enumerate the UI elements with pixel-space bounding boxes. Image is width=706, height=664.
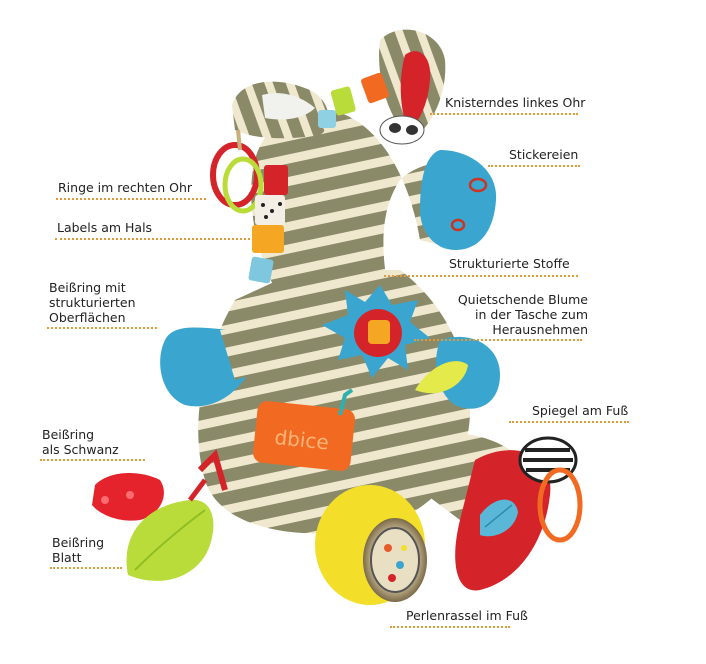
label-neck-labels: Labels am Hals bbox=[57, 220, 153, 235]
label-fabrics: Strukturierte Stoffe bbox=[449, 256, 570, 271]
label-embroidery: Stickereien bbox=[509, 147, 579, 162]
leaf-teether bbox=[126, 478, 214, 581]
leader-teether-textured bbox=[47, 327, 157, 329]
label-flower: Quietschende Blume in der Tasche zum Her… bbox=[457, 292, 588, 337]
label-tail: Beißring als Schwanz bbox=[42, 427, 119, 457]
leader-rattle bbox=[390, 626, 510, 628]
label-leaf: Beißring Blatt bbox=[52, 535, 105, 565]
teether-logo: dbice bbox=[273, 425, 329, 455]
squeaky-flower bbox=[322, 285, 468, 394]
label-left-ear: Knisterndes linkes Ohr bbox=[445, 95, 586, 110]
leader-fabrics bbox=[384, 275, 578, 277]
leader-flower bbox=[414, 339, 582, 341]
label-teether-textured: Beißring mit strukturierten Oberflächen bbox=[49, 280, 136, 325]
leader-neck-labels bbox=[55, 238, 250, 240]
ear-rings bbox=[210, 129, 264, 214]
tail-teether bbox=[92, 449, 228, 521]
leader-mirror bbox=[509, 421, 629, 423]
label-rings: Ringe im rechten Ohr bbox=[58, 180, 193, 195]
neck-labels bbox=[248, 72, 389, 284]
leader-leaf bbox=[50, 567, 122, 569]
leader-tail bbox=[40, 459, 145, 461]
leader-rings bbox=[56, 198, 206, 200]
leader-left-ear bbox=[430, 113, 578, 115]
orange-teether: dbice bbox=[253, 388, 355, 471]
label-mirror: Spiegel am Fuß bbox=[532, 403, 629, 418]
label-rattle: Perlenrassel im Fuß bbox=[406, 608, 528, 623]
leader-embroidery bbox=[488, 165, 580, 167]
